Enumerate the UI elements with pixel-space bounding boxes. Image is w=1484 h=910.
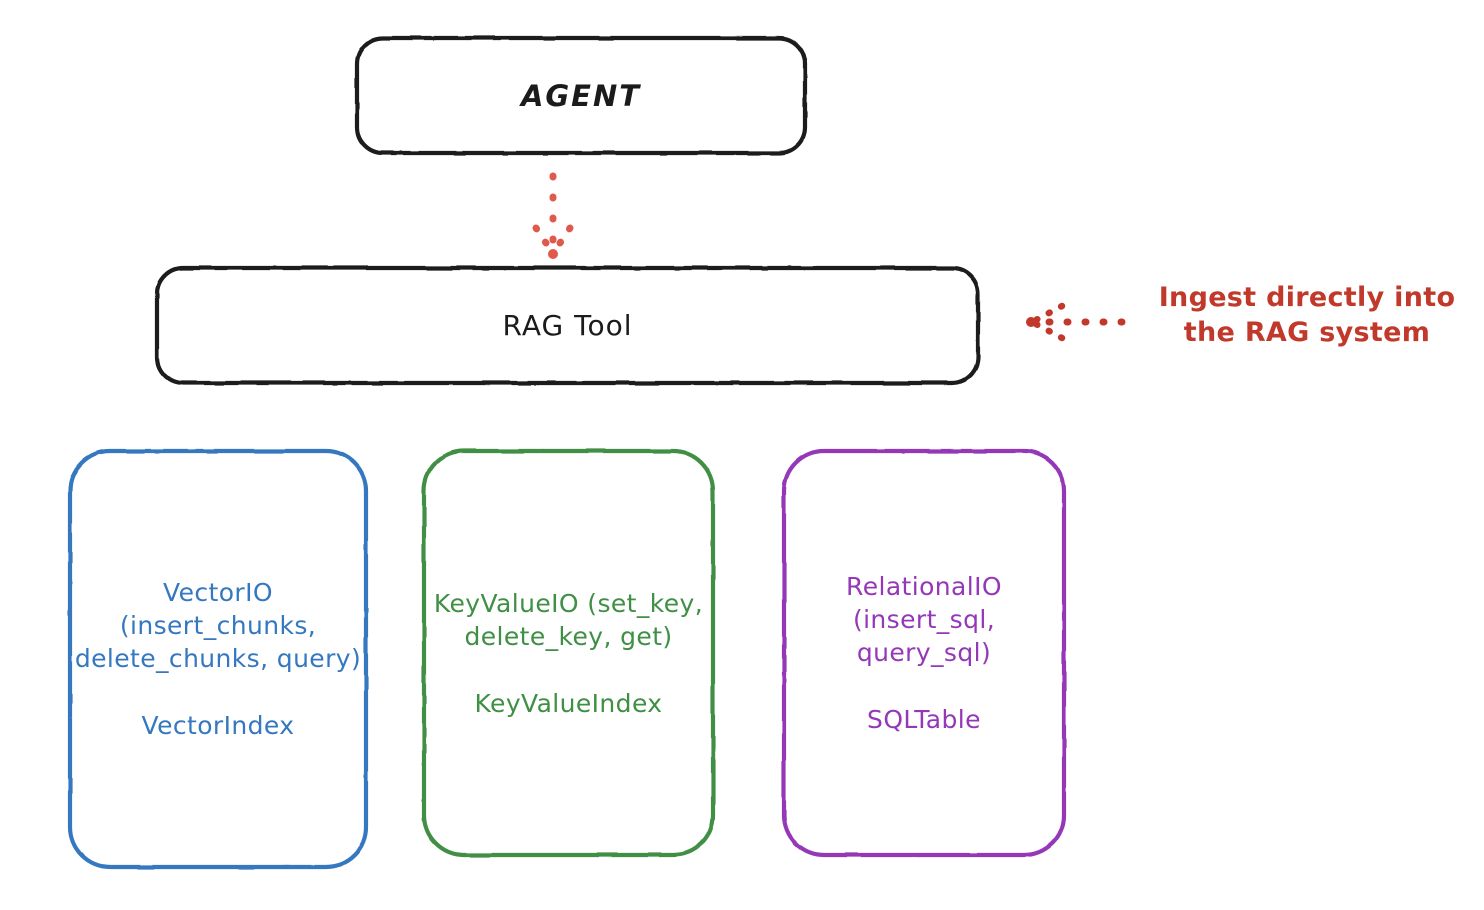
rag-tool-box-outline	[154, 265, 981, 386]
relationalio-api-label: RelationalIO (insert_sql, query_sql)	[846, 572, 1002, 667]
ingest-dotted-arrow	[1026, 302, 1126, 342]
relationalio-index-label: SQLTable	[867, 705, 981, 734]
vectorio-box-outline	[67, 448, 369, 870]
agent-to-rag-dotted-arrow	[532, 172, 574, 259]
keyvalueio-box[interactable]: KeyValueIO (set_key, delete_key, get) Ke…	[424, 451, 713, 855]
agent-box[interactable]: AGENT	[357, 38, 805, 153]
vectorio-api-label: VectorIO (insert_chunks, delete_chunks, …	[74, 578, 362, 673]
keyvalueio-api-label: KeyValueIO (set_key, delete_key, get)	[433, 588, 704, 651]
rag-tool-box[interactable]: RAG Tool	[157, 268, 978, 383]
relationalio-box[interactable]: RelationalIO (insert_sql, query_sql) SQL…	[784, 451, 1064, 855]
agent-label: AGENT	[520, 78, 642, 113]
agent-box-outline	[354, 35, 808, 156]
vectorio-index-label: VectorIndex	[141, 711, 295, 740]
relationalio-box-outline	[781, 448, 1067, 858]
keyvalueio-box-outline	[421, 448, 716, 858]
ingest-annotation-text: Ingest directly into the RAG system	[1158, 282, 1456, 348]
vectorio-box[interactable]: VectorIO (insert_chunks, delete_chunks, …	[70, 451, 366, 867]
rag-tool-label: RAG Tool	[502, 309, 633, 342]
keyvalueio-index-label: KeyValueIndex	[474, 688, 663, 718]
